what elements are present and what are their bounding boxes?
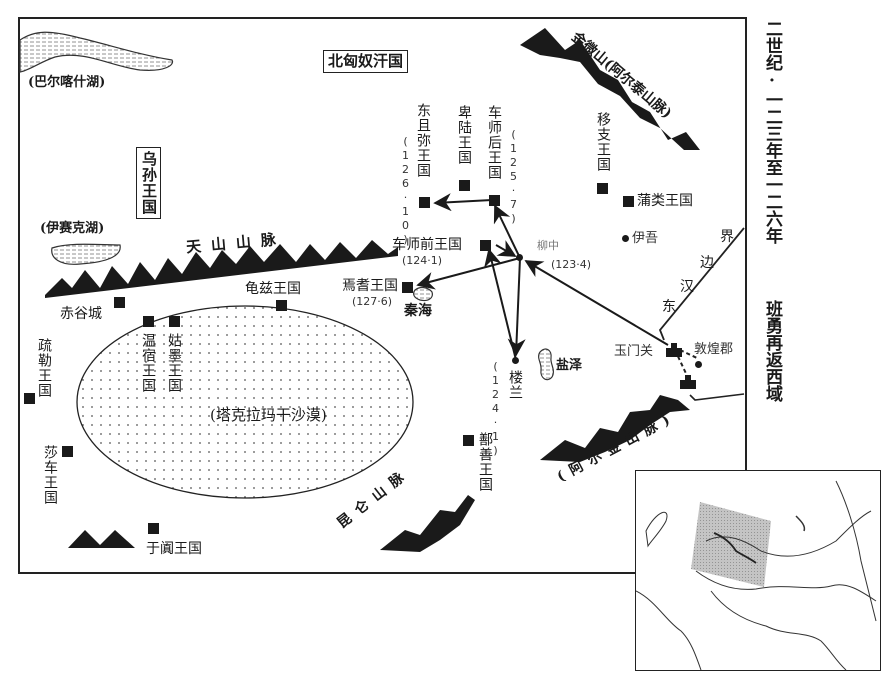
cheshi-hou-marker [489,195,500,206]
pulei-label: 蒲类王国 [637,193,693,209]
dongqiemi-label: 东且弥王国 [415,103,431,178]
balkhash-lake [19,31,174,73]
route-loulan-to-cheshi-qian [484,248,517,361]
dunhuang-label: 敦煌郡 [694,342,734,357]
gumo-marker [169,316,180,327]
altun-mountains [540,395,690,462]
liuzhong-label: 柳中 [537,239,559,252]
desert-label: (塔克拉玛干沙漠) [210,406,327,424]
liuzhong-date: (123·4) [551,258,592,271]
loulan-label: 楼兰 [507,370,523,400]
yiwu-marker [622,235,629,242]
wusun-label: 乌孙王国 [136,147,161,219]
lopnur-label: 盐泽 [556,358,583,373]
route-liuzhong-to-yanqi [416,257,521,290]
cheshi-qian-marker [480,240,491,251]
border-char-2: 边 [700,255,714,271]
cheshi-hou-label: 车师后王国 [486,105,502,180]
issyk-lake [51,243,121,265]
title-line2: 班勇再返西域 [762,300,782,402]
title-line1: 二世纪·一二三年至一二六年 [762,20,782,244]
cheshi-qian-date: (124·1) [402,254,443,267]
dongqiemi-marker [419,197,430,208]
fort-marker [680,375,696,389]
route-yumen-to-liuzhong [524,260,669,346]
han-border-north [658,227,745,341]
wensu-label: 温宿王国 [140,333,156,393]
route-liuzhong-to-loulan [507,257,526,357]
dunhuang-marker [695,361,702,368]
yizhi-marker [597,183,608,194]
yumen-dunhuang-link-2 [679,349,698,359]
shule-label: 疏勒王国 [36,338,52,398]
cheshi-hou-date: (125·7) [507,128,520,226]
taklamakan-desert [76,305,414,499]
ban-yong-routes [416,193,669,361]
xiongnu-label: 北匈奴汗国 [323,50,409,73]
yumenguan-marker [666,343,682,357]
inset-svg [635,480,877,671]
kunlun-mountains [68,495,475,552]
beilu-label: 卑陆王国 [456,105,472,165]
pulei-marker [623,196,634,207]
loulan-marker [512,357,519,364]
border-char-4: 东 [662,299,676,315]
yutian-marker [148,523,159,534]
bosten-label: 秦海 [404,303,432,319]
inset-locator-map [635,470,881,671]
yutian-label: 于阗王国 [146,541,202,557]
balkhash-label: (巴尔喀什湖) [28,75,106,90]
yanqi-date: (127·6) [352,295,393,308]
yizhi-label: 移支王国 [595,112,611,172]
gumo-label: 姑墨王国 [166,333,182,393]
yiwu-label: 伊吾 [632,231,659,246]
yanqi-label: 焉耆王国 [342,278,398,294]
route-cheshi-qian-to-liuzhong [495,240,517,257]
yumenguan-label: 玉门关 [614,344,654,359]
inset-coast [645,511,668,548]
liuzhong-marker [516,254,523,261]
beilu-marker [459,180,470,191]
cheshi-qian-label: 车师前王国 [392,237,462,253]
issyk-label: (伊赛克湖) [40,221,105,236]
han-border-south [689,393,745,401]
lopnur-lake [538,348,554,381]
qiuci-marker [276,300,287,311]
wensu-marker [143,316,154,327]
bosten-lake [413,286,433,302]
shache-label: 莎车王国 [42,445,58,505]
border-char-3: 汉 [680,279,694,295]
chigu-marker [114,297,125,308]
route-cheshi-hou-to-dongqiemi [433,193,493,212]
dongqiemi-date: (126·10) [399,135,412,247]
altai-mountains [520,28,700,150]
loulan-date: (124·1) [489,360,502,458]
tianshan-mountains [45,240,398,298]
shache-marker [62,446,73,457]
map-frame [18,17,747,574]
shanshan-label: 鄯善王国 [477,432,493,492]
chigu-label: 赤谷城 [60,306,102,322]
border-char-1: 界 [720,229,734,245]
shanshan-marker [463,435,474,446]
yanqi-marker [402,282,413,293]
shule-marker [24,393,35,404]
qiuci-label: 龟兹王国 [245,281,301,297]
